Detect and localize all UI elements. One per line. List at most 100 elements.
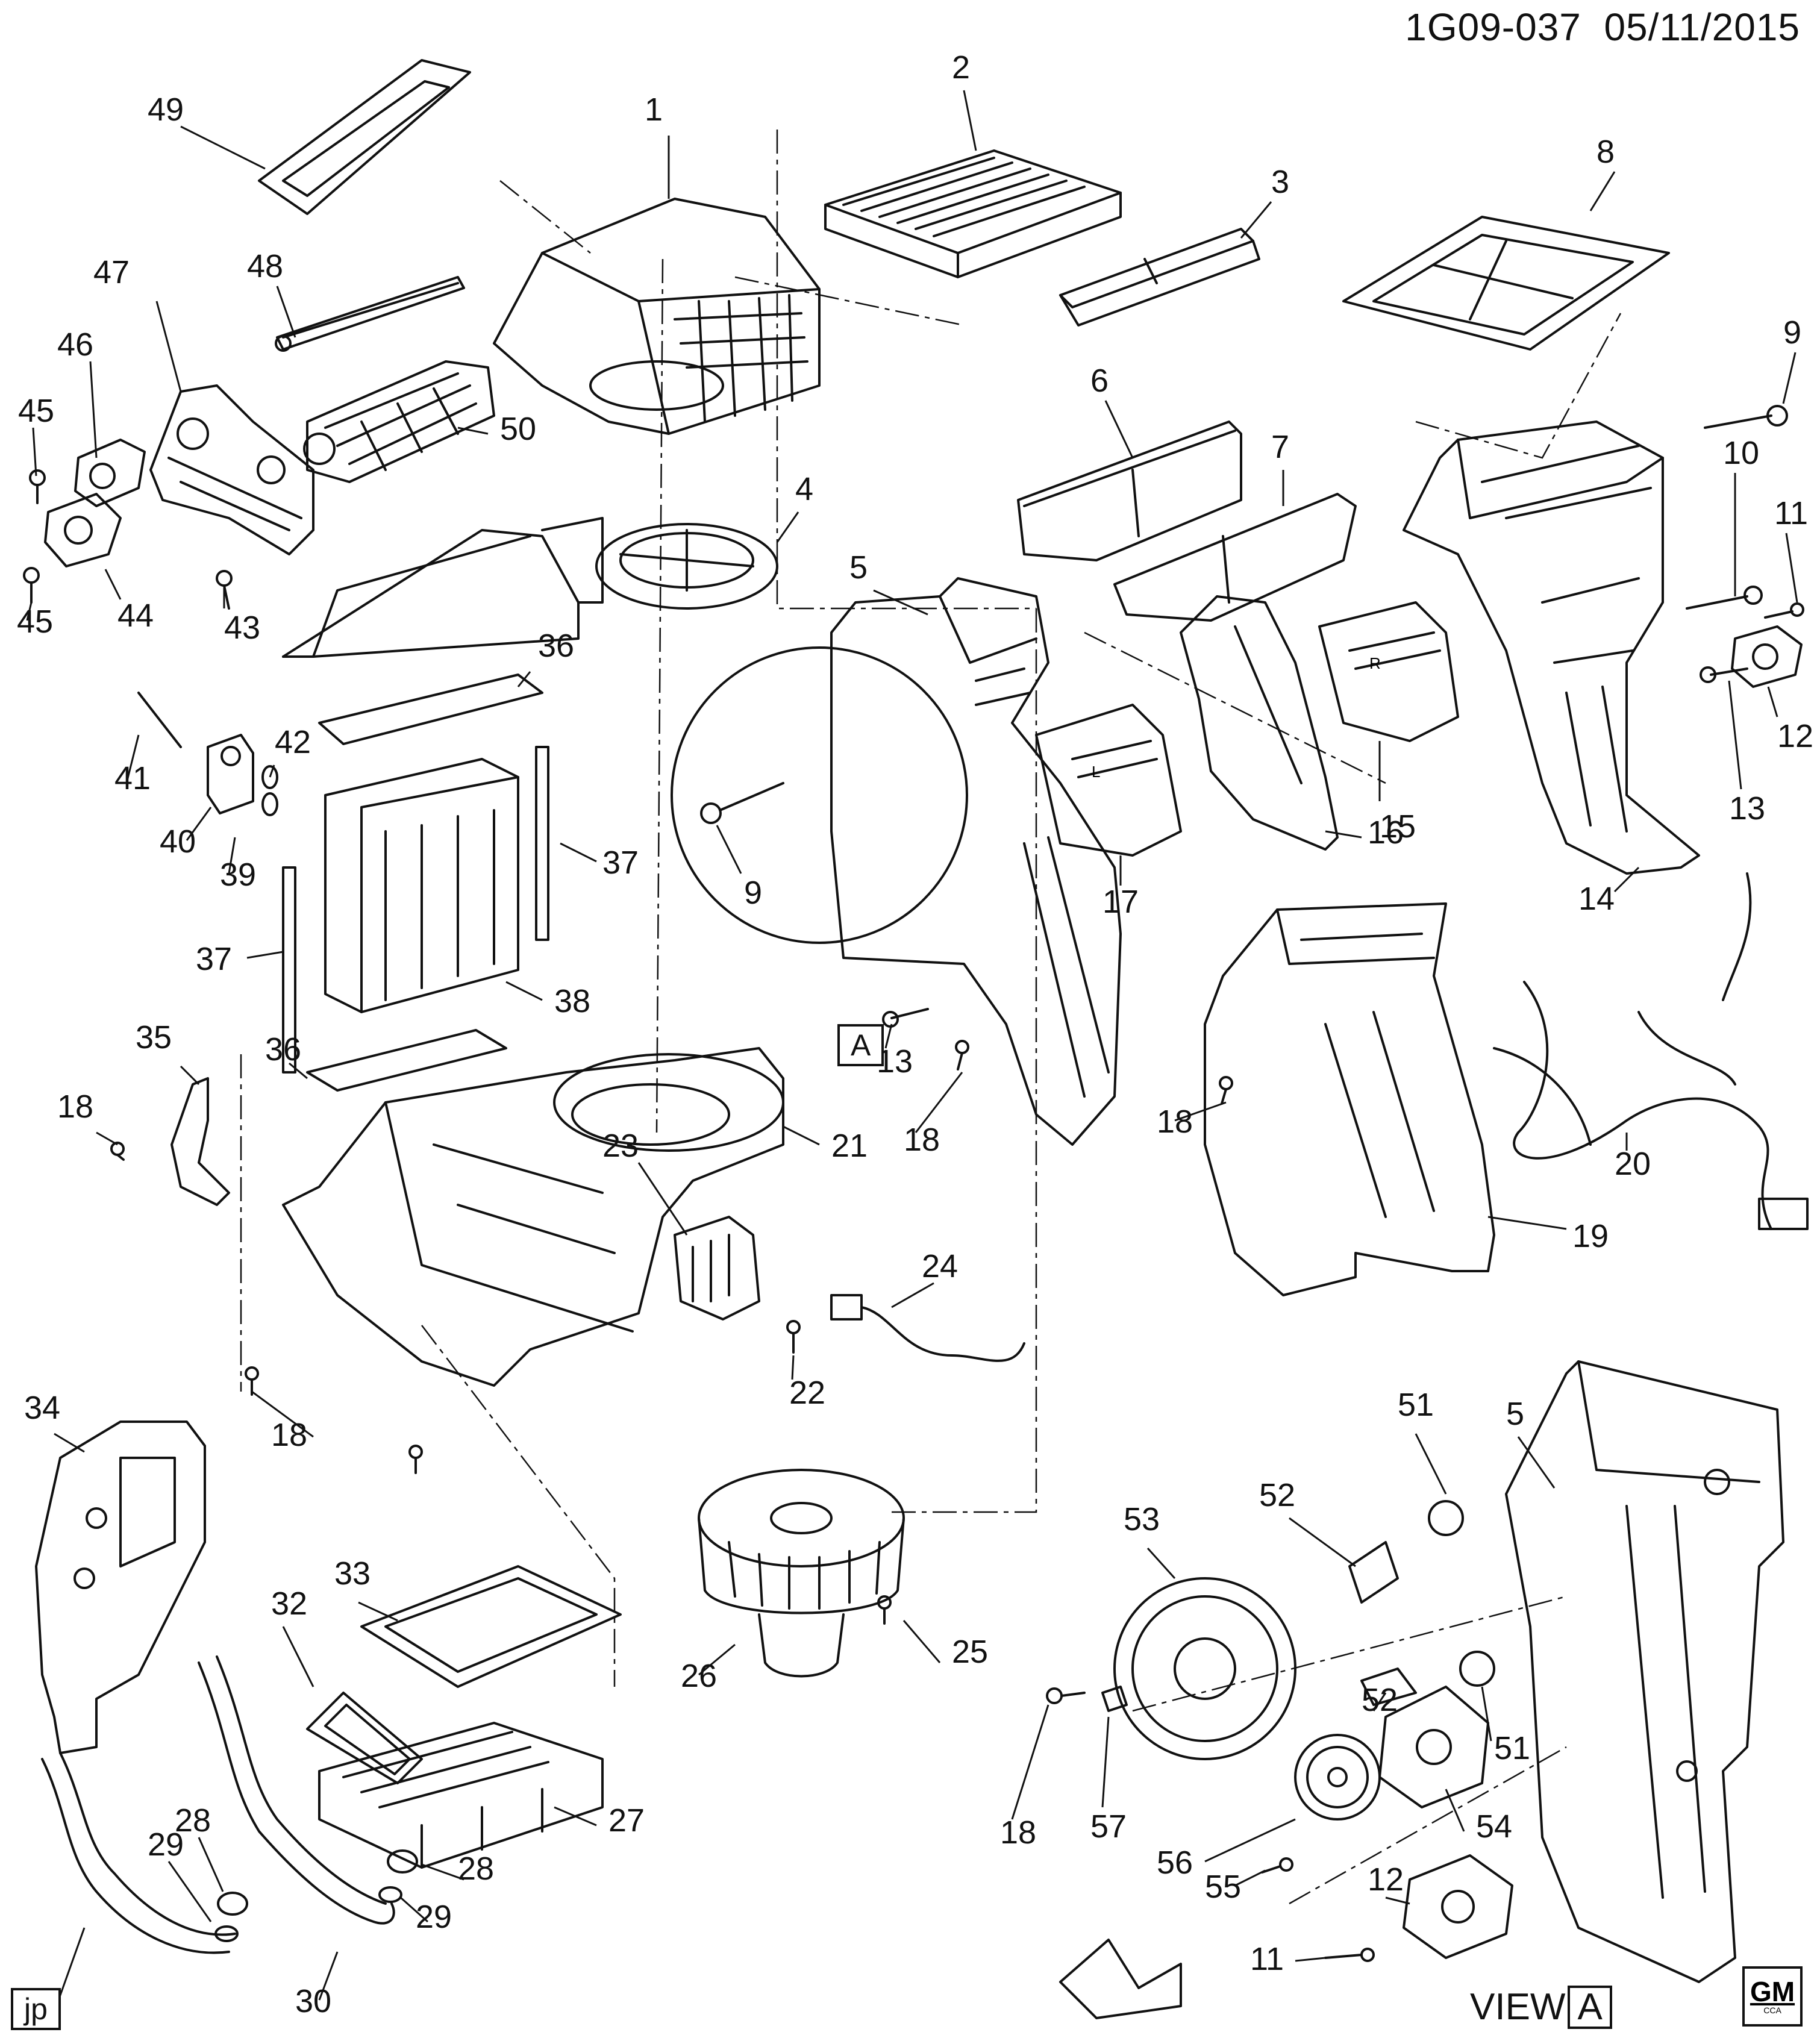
part-22-screw bbox=[786, 1320, 801, 1354]
part-40-block-fitting bbox=[207, 734, 254, 814]
part-45-screws bbox=[23, 469, 46, 604]
part-25-screw bbox=[877, 1595, 892, 1625]
flap-marking-right: R bbox=[1369, 654, 1381, 672]
callout-41: 41 bbox=[114, 760, 151, 796]
callout-55: 55 bbox=[1205, 1869, 1241, 1905]
leader-26 bbox=[698, 1643, 736, 1676]
detail-a-marker: A bbox=[837, 1024, 884, 1066]
leader-29 bbox=[400, 1896, 428, 1923]
logo-sub: CCA bbox=[1763, 2005, 1781, 2015]
part-14-case-half bbox=[1403, 420, 1700, 875]
callout-48: 48 bbox=[247, 248, 283, 284]
part-55-screw bbox=[1261, 1857, 1293, 1874]
gm-logo: GM CCA bbox=[1742, 1966, 1803, 2027]
leader-5 bbox=[1517, 1436, 1556, 1489]
callout-51: 51 bbox=[1398, 1387, 1434, 1423]
callout-49: 49 bbox=[148, 92, 184, 128]
callout-36: 36 bbox=[538, 628, 574, 664]
part-37-seal-strips bbox=[282, 746, 549, 1074]
callout-16: 16 bbox=[1368, 814, 1404, 851]
callout-7: 7 bbox=[1271, 429, 1289, 465]
callout-17: 17 bbox=[1102, 884, 1139, 920]
leader-37 bbox=[246, 951, 284, 959]
part-33-seal bbox=[360, 1565, 622, 1688]
leader-47 bbox=[155, 301, 182, 392]
leader-2 bbox=[963, 90, 977, 151]
leader-18 bbox=[96, 1131, 118, 1146]
flap-marking-left: L bbox=[1092, 763, 1100, 781]
leader-39 bbox=[228, 837, 236, 874]
callout-45: 45 bbox=[18, 393, 54, 429]
leader-5 bbox=[873, 589, 928, 616]
part-7-door bbox=[1113, 493, 1357, 622]
callout-44: 44 bbox=[117, 598, 154, 634]
part-44-actuator bbox=[44, 493, 122, 567]
part-11-screw-view-a bbox=[1324, 1948, 1375, 1962]
leader-53 bbox=[1146, 1547, 1176, 1580]
callout-37: 37 bbox=[602, 845, 639, 881]
leader-22 bbox=[791, 1355, 795, 1380]
leader-11 bbox=[1785, 533, 1798, 603]
callout-38: 38 bbox=[554, 983, 590, 1019]
leader-27 bbox=[554, 1806, 597, 1827]
leader-4 bbox=[776, 511, 799, 543]
leader-29 bbox=[167, 1861, 212, 1922]
part-19-case-half bbox=[1204, 902, 1495, 1296]
callout-2: 2 bbox=[952, 49, 970, 86]
part-36-brackets bbox=[306, 674, 543, 1092]
callout-51: 51 bbox=[1494, 1730, 1530, 1766]
callout-4: 4 bbox=[795, 471, 813, 507]
leader-46 bbox=[89, 361, 98, 458]
leader-8 bbox=[1589, 171, 1616, 211]
callout-11: 11 bbox=[1774, 495, 1808, 531]
callout-14: 14 bbox=[1578, 881, 1615, 917]
leader-21 bbox=[783, 1125, 820, 1146]
leader-24 bbox=[891, 1282, 934, 1308]
part-39-42-seals bbox=[261, 765, 278, 816]
callout-45: 45 bbox=[17, 604, 53, 640]
leader-lines bbox=[26, 90, 1798, 2013]
callout-56: 56 bbox=[1157, 1845, 1193, 1881]
callout-9: 9 bbox=[1783, 314, 1801, 351]
diagram-header: 1G09-037 05/11/2015 bbox=[1405, 5, 1800, 49]
leader-13 bbox=[884, 1024, 893, 1049]
part-24-wire bbox=[830, 1294, 1025, 1362]
callout-12: 12 bbox=[1777, 718, 1813, 754]
callout-10: 10 bbox=[1723, 435, 1759, 471]
callout-57: 57 bbox=[1090, 1808, 1127, 1845]
callout-18: 18 bbox=[271, 1417, 307, 1453]
part-50-door bbox=[303, 360, 495, 483]
callout-35: 35 bbox=[136, 1019, 172, 1055]
part-31-hose bbox=[41, 1752, 236, 1954]
callout-25: 25 bbox=[952, 1634, 988, 1670]
leader-44 bbox=[104, 569, 122, 600]
leader-48 bbox=[276, 286, 296, 338]
part-10-screw bbox=[1686, 586, 1763, 610]
leader-35 bbox=[180, 1065, 200, 1086]
leader-34 bbox=[54, 1433, 85, 1453]
part-9-screw bbox=[1704, 405, 1788, 429]
leader-12 bbox=[1385, 1896, 1410, 1905]
leader-13 bbox=[1728, 680, 1742, 790]
callout-28: 28 bbox=[458, 1851, 494, 1887]
part-8-seal bbox=[1342, 216, 1670, 351]
part-52-links bbox=[1348, 1541, 1417, 1706]
part-27-heater-core bbox=[318, 1722, 604, 1869]
part-20-wire-harness bbox=[1493, 872, 1809, 1230]
leader-33 bbox=[358, 1601, 398, 1622]
part-4-inlet-housing bbox=[282, 517, 778, 658]
leader-16 bbox=[1325, 830, 1362, 839]
leader-45 bbox=[26, 602, 33, 621]
front-arrow-symbol bbox=[1059, 1939, 1182, 2019]
part-12-actuator-view-a bbox=[1403, 1854, 1513, 1959]
callout-37: 37 bbox=[196, 941, 232, 977]
callout-18: 18 bbox=[1157, 1104, 1193, 1140]
leader-42 bbox=[269, 764, 275, 778]
callout-19: 19 bbox=[1572, 1218, 1609, 1254]
callout-46: 46 bbox=[57, 327, 93, 363]
leader-23 bbox=[637, 1162, 688, 1236]
callout-40: 40 bbox=[160, 824, 196, 860]
leader-45 bbox=[32, 427, 37, 477]
